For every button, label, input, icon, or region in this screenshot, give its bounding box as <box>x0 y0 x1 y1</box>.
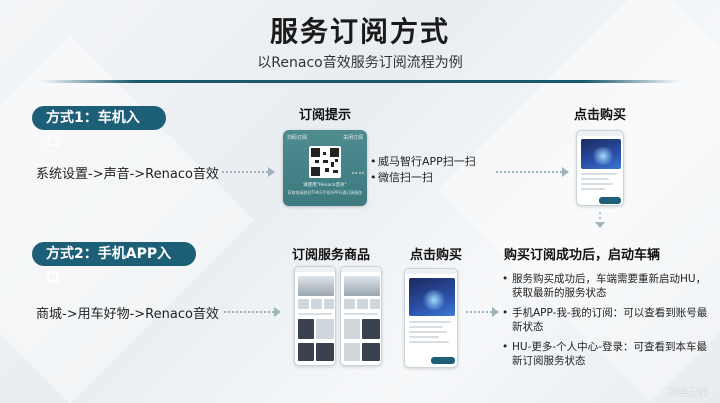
method2-path: 商城->用车好物->Renaco音效 <box>36 307 219 322</box>
buy-button[interactable] <box>599 197 621 204</box>
connector-arrow-icon <box>268 167 275 177</box>
product-thumbnail <box>344 276 380 296</box>
method2-purchase-phone-screen <box>404 268 458 368</box>
qr-card-note: 获取前请前往THKG手机APP开通订阅服务 <box>287 190 363 195</box>
qr-card-caption: 请使用“Renaco音效” <box>303 183 347 188</box>
note-item: HU-更多-个人中心-登录：可查看到本车最新订阅服务状态 <box>502 340 714 368</box>
title-divider <box>40 80 680 83</box>
purchase-phone-screen <box>576 130 624 206</box>
method1-buy-label: 点击购买 <box>573 108 626 123</box>
method2-badge: 方式2：手机APP入口 <box>32 242 196 286</box>
connector-dots <box>352 172 364 174</box>
scan-option: 微信扫一扫 <box>370 170 476 186</box>
down-arrow-icon <box>595 222 605 228</box>
after-purchase-notes: 服务购买成功后，车端需要重新启动HU，获取最新的服务状态 手机APP-我-我的订… <box>502 272 714 374</box>
connector-dots <box>496 171 562 173</box>
connector-dots <box>222 171 268 173</box>
method1-path: 系统设置->声音->Renaco音效 <box>36 167 219 182</box>
product-banner <box>581 139 621 169</box>
note-item: 服务购买成功后，车端需要重新启动HU，获取最新的服务状态 <box>502 272 714 300</box>
product-thumbnail <box>298 276 334 296</box>
prompt-label: 订阅提示 <box>298 108 351 123</box>
connector-dots <box>224 311 274 313</box>
watermark: 汽车之家 <box>668 388 708 399</box>
page-subtitle: 以Renaco音效服务订阅流程为例 <box>257 55 463 71</box>
method2-buy-label: 点击购买 <box>409 248 462 263</box>
connector-arrow-icon <box>274 307 281 317</box>
scan-options: 威马智行APP扫一扫 微信扫一扫 <box>370 154 476 186</box>
products-phone-screen-2 <box>340 266 382 366</box>
products-phone-screen-1 <box>294 266 336 366</box>
product-banner <box>409 278 455 316</box>
buy-button[interactable] <box>431 357 455 364</box>
subscription-qr-card: 扫码订阅 关闭订阅 请使用“Renaco音效” 获取前请前往THKG手机APP开… <box>283 130 367 206</box>
connector-arrow-icon <box>492 307 499 317</box>
background-shape <box>0 36 254 403</box>
qr-code-icon <box>309 146 341 178</box>
connector-dots <box>466 311 492 313</box>
connector-arrow-icon <box>562 167 569 177</box>
products-label: 订阅服务商品 <box>291 248 370 263</box>
after-purchase-label: 购买订阅成功后，启动车辆 <box>504 248 661 263</box>
page-title: 服务订阅方式 <box>269 15 450 48</box>
method1-badge: 方式1：车机入口 <box>32 106 166 150</box>
scan-option: 威马智行APP扫一扫 <box>370 154 476 170</box>
qr-card-header-right: 关闭订阅 <box>342 135 363 141</box>
qr-card-header-left: 扫码订阅 <box>287 135 308 141</box>
note-item: 手机APP-我-我的订阅：可以查看到账号最新状态 <box>502 306 714 334</box>
